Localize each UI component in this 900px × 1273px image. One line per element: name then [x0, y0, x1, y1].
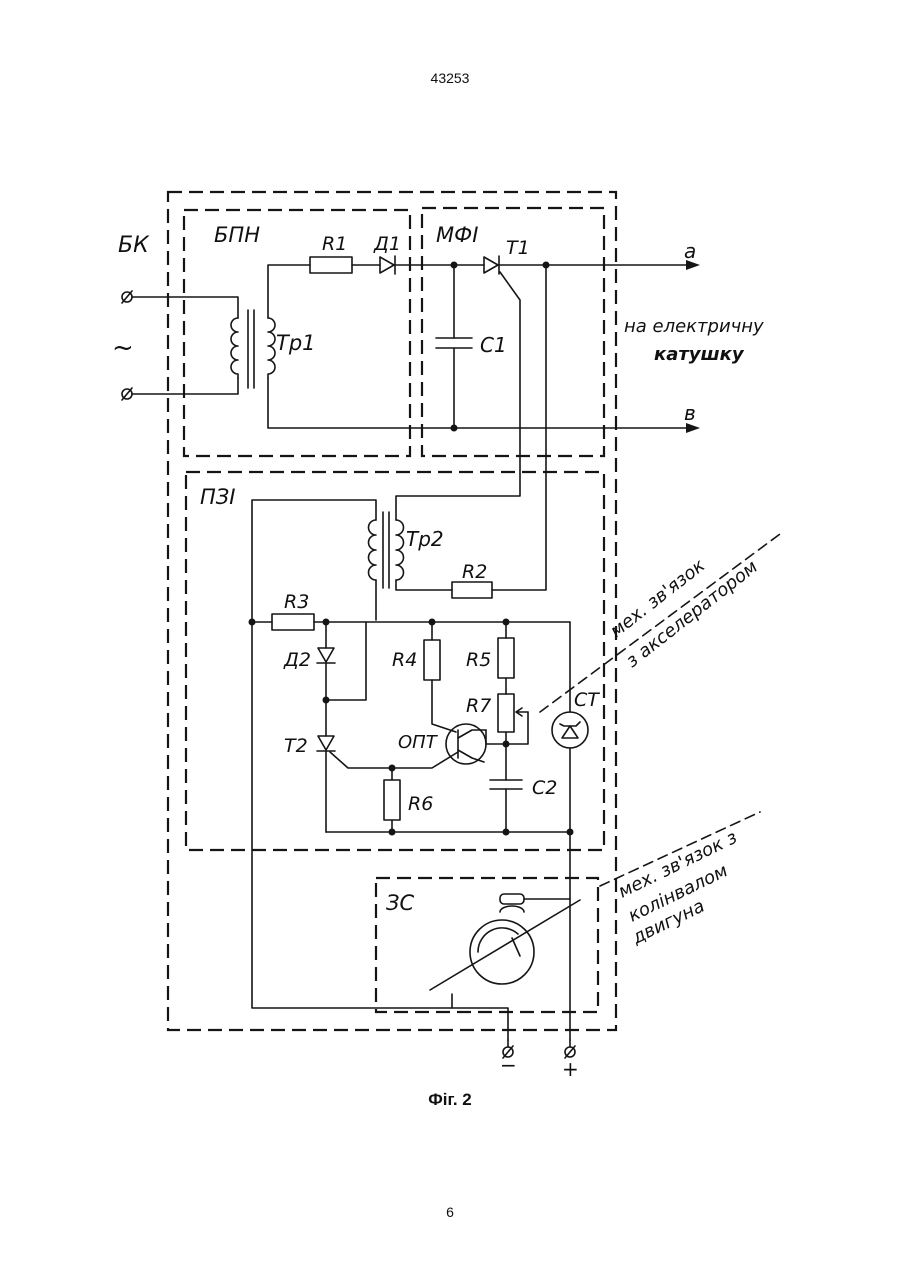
diode-d1 — [380, 257, 394, 273]
label-st: СТ — [574, 689, 600, 711]
label-r3: R3 — [284, 591, 309, 613]
label-opt: ОПТ — [398, 732, 439, 753]
label-zs: ЗС — [386, 891, 414, 915]
resistor-r6 — [384, 780, 400, 820]
label-tr2: Тр2 — [406, 527, 444, 551]
sensor-pickup — [500, 894, 524, 904]
tr2-secondary-coil — [396, 520, 404, 580]
label-d2: Д2 — [283, 649, 311, 671]
label-t2: T2 — [284, 735, 308, 757]
label-mfi: МФІ — [436, 223, 478, 247]
resistor-r4 — [424, 640, 440, 680]
coil-note-line1: на електричну — [624, 316, 764, 337]
label-output-a: а — [684, 239, 696, 263]
tr2-primary-coil — [369, 520, 377, 580]
resistor-r3 — [272, 614, 314, 630]
thyristor-t2 — [318, 736, 334, 750]
resistor-r2 — [452, 582, 492, 598]
label-tr1: Тр1 — [276, 331, 316, 355]
label-r6: R6 — [408, 793, 433, 815]
diode-d2 — [318, 648, 334, 662]
tr1-primary-coil — [231, 318, 238, 378]
page-number: 6 — [0, 1204, 900, 1220]
label-pzi: ПЗІ — [200, 485, 235, 509]
label-terminal-minus: − — [500, 1053, 517, 1077]
tr1-secondary-coil — [268, 318, 275, 378]
figure-caption: Фіг. 2 — [0, 1090, 900, 1110]
label-r4: R4 — [392, 649, 417, 671]
label-c1: C1 — [480, 333, 507, 357]
potentiometer-r7 — [498, 694, 514, 732]
label-bk: БК — [118, 233, 150, 258]
coil-note-line2: катушку — [654, 344, 745, 365]
resistor-r5 — [498, 638, 514, 678]
sensor-rotor — [470, 920, 534, 984]
label-terminal-plus: + — [562, 1057, 579, 1081]
label-r5: R5 — [466, 649, 491, 671]
ac-symbol: ~ — [112, 333, 134, 363]
label-t1: T1 — [506, 237, 530, 259]
label-d1: Д1 — [373, 233, 401, 255]
label-output-b: в — [684, 401, 696, 425]
label-c2: C2 — [532, 777, 557, 799]
thyristor-t1 — [484, 257, 498, 273]
label-r7: R7 — [466, 695, 491, 717]
label-r1: R1 — [322, 233, 347, 255]
resistor-r1 — [310, 257, 352, 273]
label-r2: R2 — [462, 561, 487, 583]
label-bpn: БПН — [214, 223, 260, 247]
stabilitron-st — [552, 712, 588, 748]
